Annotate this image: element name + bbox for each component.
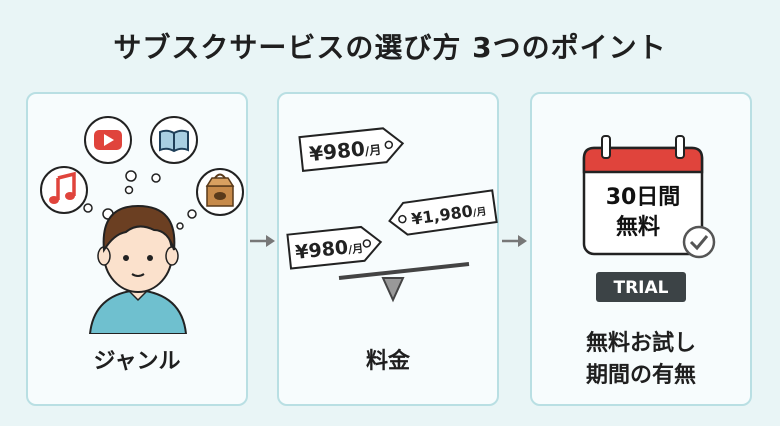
food-box-icon	[196, 168, 244, 216]
tag-3-unit: /月	[472, 205, 487, 219]
trial-badge	[596, 272, 686, 302]
person-illustration	[88, 204, 188, 334]
book-icon	[150, 116, 198, 164]
checkmark-icon	[682, 225, 716, 259]
panel-price: ¥980/月 ¥980/月 ¥1,980/月 料金	[277, 92, 499, 406]
arrow-right-icon	[502, 235, 527, 247]
price-tag-1: ¥980/月	[298, 127, 405, 173]
play-icon	[84, 116, 132, 164]
calendar-line-2: 無料	[616, 214, 660, 240]
price-tag-3: ¥1,980/月	[388, 189, 498, 236]
panel-trial: 30日間 無料 TRIAL 無料お試し 期間の有無	[530, 92, 752, 406]
genre-illustration	[40, 116, 244, 334]
scale-icon	[338, 262, 470, 303]
arrow-right-icon	[250, 235, 275, 247]
panel-label-price: 料金	[365, 349, 410, 374]
page-title: サブスクサービスの選び方 3つのポイント	[113, 31, 667, 64]
panel-label-trial-1: 無料お試し	[585, 331, 696, 356]
tag-1-unit: /月	[364, 143, 382, 159]
svg-text:¥980/月: ¥980/月	[308, 135, 382, 166]
svg-text:¥980/月: ¥980/月	[294, 235, 364, 264]
tag-2-unit: /月	[348, 242, 364, 256]
tag-1-price: ¥980	[308, 136, 366, 166]
price-illustration: ¥980/月 ¥980/月 ¥1,980/月	[286, 127, 498, 303]
calendar-line-1: 30日間	[606, 185, 681, 210]
price-tag-2: ¥980/月	[286, 225, 383, 270]
music-icon	[40, 166, 88, 214]
tag-2-price: ¥980	[294, 236, 349, 263]
panel-label-genre: ジャンル	[93, 349, 181, 374]
calendar-icon: 30日間 無料 TRIAL	[582, 135, 716, 302]
trial-badge-text: TRIAL	[613, 278, 668, 298]
panel-genre: ジャンル	[26, 92, 248, 406]
panel-label-trial-2: 期間の有無	[585, 363, 696, 388]
